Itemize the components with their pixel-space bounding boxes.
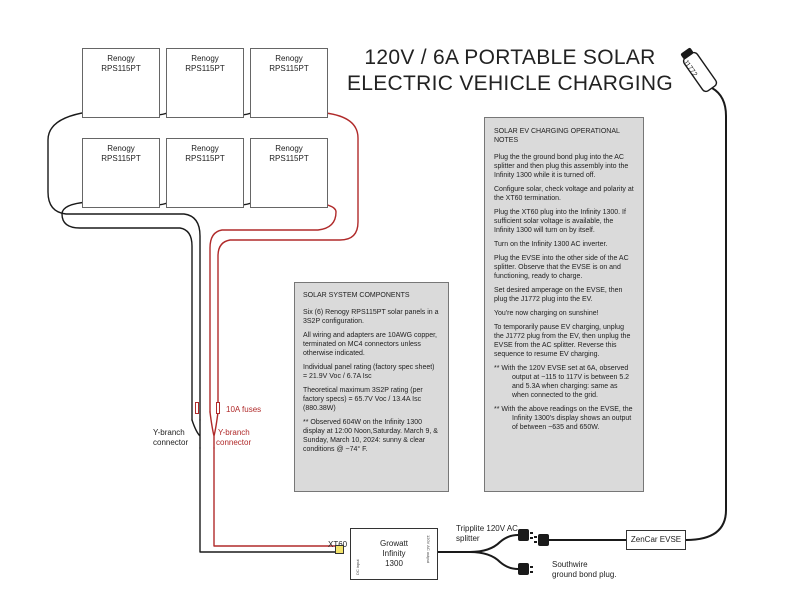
panel-model: RPS115PT bbox=[185, 64, 225, 73]
growatt-inverter: Growatt Infinity 1300 DC input 120V AC o… bbox=[350, 528, 438, 580]
components-text: ** Observed 604W on the Infinity 1300 di… bbox=[303, 419, 438, 453]
inverter-dc-input-label: DC input bbox=[355, 559, 360, 575]
positive-y-branch bbox=[209, 411, 219, 449]
panel-brand: Renogy bbox=[191, 54, 219, 63]
panel-brand: Renogy bbox=[275, 144, 303, 153]
splitter-plug-upper bbox=[518, 529, 533, 541]
top-row-positive-run bbox=[217, 111, 359, 413]
solar-panel-1: Renogy RPS115PT bbox=[82, 48, 160, 118]
inverter-ac-output-label: 120V AC output bbox=[426, 535, 431, 564]
notes-text: Plug the EVSE into the other side of the… bbox=[494, 255, 629, 280]
bottom-row-positive-run bbox=[209, 201, 337, 413]
inverter-name-line-1: Growatt bbox=[379, 539, 408, 548]
operational-notes-box: SOLAR EV CHARGING OPERATIONAL NOTES Plug… bbox=[484, 117, 644, 492]
notes-text: ** With the 120V EVSE set at 6A, observe… bbox=[494, 365, 630, 399]
notes-heading: SOLAR EV CHARGING OPERATIONAL NOTES bbox=[494, 128, 620, 144]
panel-model: RPS115PT bbox=[269, 154, 309, 163]
components-heading: SOLAR SYSTEM COMPONENTS bbox=[303, 292, 410, 299]
xt60-label: XT60 bbox=[328, 540, 347, 550]
notes-text: Plug the the ground bond plug into the A… bbox=[494, 154, 629, 179]
components-text: Individual panel rating (factory spec sh… bbox=[303, 364, 435, 380]
fuse-1 bbox=[195, 402, 199, 414]
negative-y-branch bbox=[191, 419, 201, 449]
splitter-label-2: splitter bbox=[456, 534, 480, 543]
components-text: All wiring and adapters are 10AWG copper… bbox=[303, 332, 437, 357]
fuses-label: 10A fuses bbox=[226, 405, 262, 414]
panel-brand: Renogy bbox=[107, 144, 135, 153]
notes-text: Configure solar, check voltage and polar… bbox=[494, 186, 634, 202]
j1772-cable bbox=[685, 87, 727, 541]
components-text: Theoretical maximum 3S2P rating (per fac… bbox=[303, 387, 423, 412]
title-line-1: 120V / 6A PORTABLE SOLAR bbox=[364, 46, 656, 69]
panel-model: RPS115PT bbox=[269, 64, 309, 73]
ybranch-positive-label-1: Y-branch bbox=[218, 428, 250, 437]
xt60-connector bbox=[335, 545, 344, 554]
splitter-branch-upper bbox=[469, 534, 519, 553]
solar-panel-4: Renogy RPS115PT bbox=[82, 138, 160, 208]
notes-text: Plug the XT60 plug into the Infinity 130… bbox=[494, 209, 626, 234]
solar-panel-6: Renogy RPS115PT bbox=[250, 138, 328, 208]
panel-model: RPS115PT bbox=[185, 154, 225, 163]
top-row-negative-run bbox=[47, 111, 201, 421]
ybranch-positive-label-2: connector bbox=[216, 438, 252, 447]
splitter-branch-lower bbox=[469, 551, 519, 570]
notes-text: To temporarily pause EV charging, unplug… bbox=[494, 324, 631, 358]
negative-run-to-xt60 bbox=[199, 447, 337, 553]
ground-bond-label-1: Southwire bbox=[552, 560, 588, 569]
panel-brand: Renogy bbox=[275, 54, 303, 63]
solar-components-box: SOLAR SYSTEM COMPONENTS Six (6) Renogy R… bbox=[294, 282, 449, 492]
notes-text: ** With the above readings on the EVSE, … bbox=[494, 406, 633, 431]
inverter-name-line-3: 1300 bbox=[385, 559, 403, 568]
title-line-2: ELECTRIC VEHICLE CHARGING bbox=[346, 72, 674, 95]
panel-model: RPS115PT bbox=[101, 64, 141, 73]
zencar-evse: ZenCar EVSE bbox=[626, 530, 686, 550]
notes-text: Set desired amperage on the EVSE, then p… bbox=[494, 287, 623, 303]
solar-panel-2: Renogy RPS115PT bbox=[166, 48, 244, 118]
solar-panel-3: Renogy RPS115PT bbox=[250, 48, 328, 118]
notes-text: You're now charging on sunshine! bbox=[494, 310, 599, 317]
j1772-plug-icon bbox=[680, 48, 718, 93]
splitter-label-1: Tripplite 120V AC bbox=[456, 524, 518, 533]
ground-bond-plug bbox=[518, 563, 533, 575]
notes-text: Turn on the Infinity 1300 AC inverter. bbox=[494, 241, 608, 248]
fuse-2 bbox=[216, 402, 220, 414]
evse-label: ZenCar EVSE bbox=[630, 535, 682, 544]
panel-model: RPS115PT bbox=[101, 154, 141, 163]
inverter-name-line-2: Infinity bbox=[382, 549, 406, 558]
panel-brand: Renogy bbox=[107, 54, 135, 63]
solar-panel-5: Renogy RPS115PT bbox=[166, 138, 244, 208]
positive-run-to-xt60 bbox=[213, 447, 337, 547]
ground-bond-label-2: ground bond plug. bbox=[552, 570, 617, 579]
evse-plug bbox=[534, 534, 549, 546]
diagram-title: 120V / 6A PORTABLE SOLAR ELECTRIC VEHICL… bbox=[345, 45, 675, 97]
ybranch-negative-label-1: Y-branch bbox=[153, 428, 185, 437]
components-text: Six (6) Renogy RPS115PT solar panels in … bbox=[303, 309, 439, 325]
ybranch-negative-label-2: connector bbox=[153, 438, 189, 447]
bottom-row-negative-run bbox=[61, 201, 193, 421]
panel-brand: Renogy bbox=[191, 144, 219, 153]
